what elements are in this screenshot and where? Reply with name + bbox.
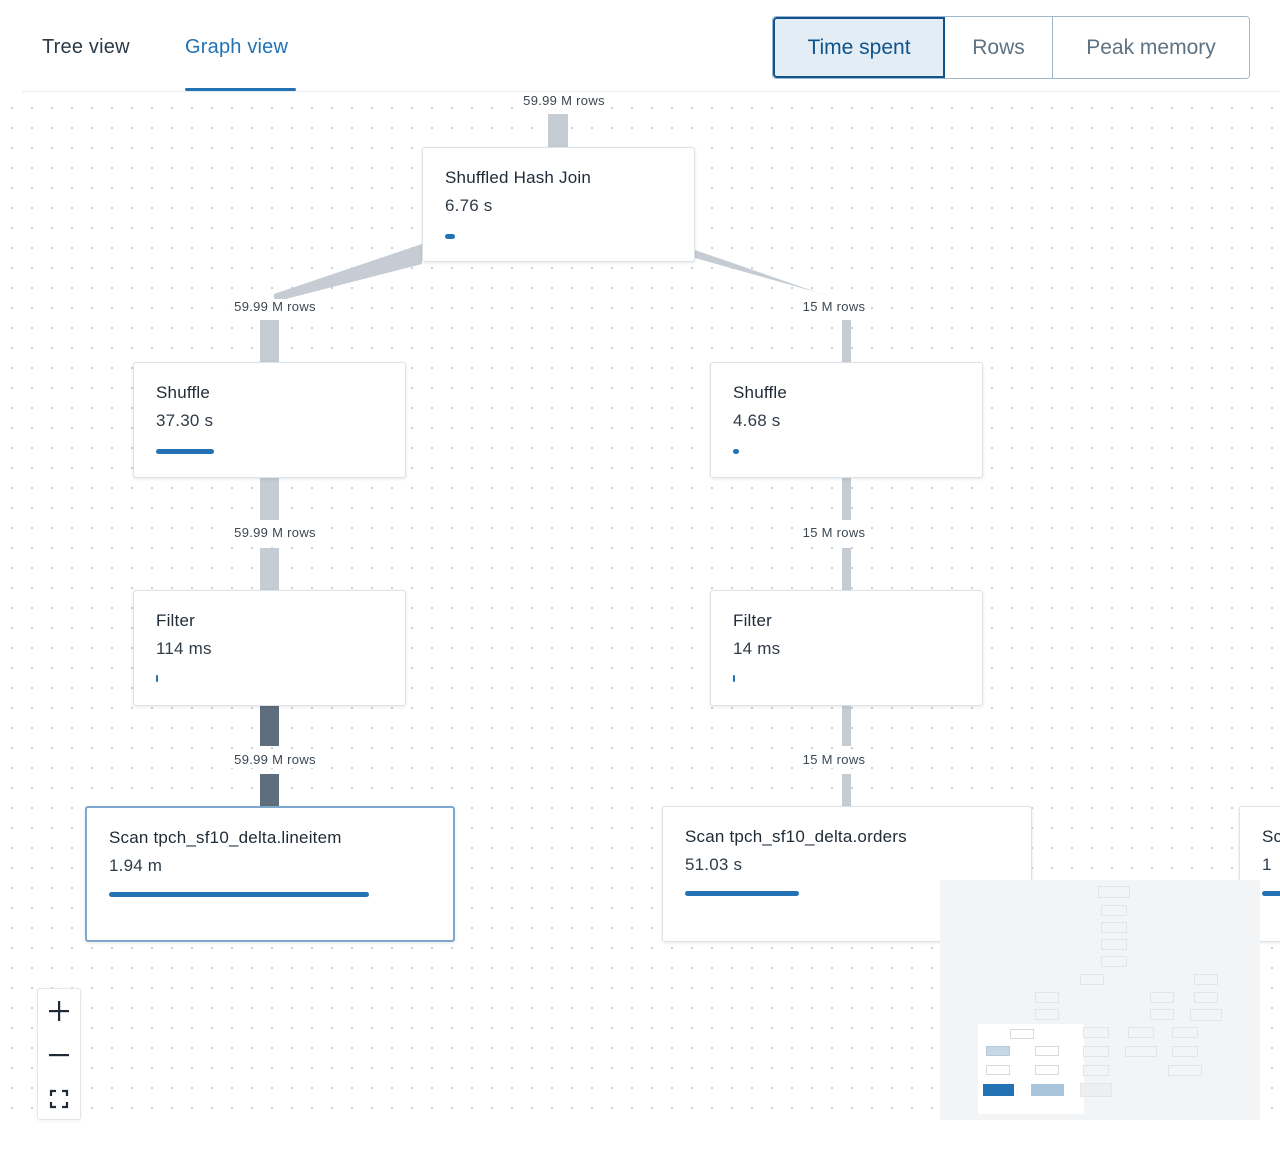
node-shuffle-right[interactable]: Shuffle 4.68 s: [710, 362, 983, 478]
minimap-node-filter-right: [1035, 1065, 1059, 1075]
edge-label-filter-scan-left: 59.99 M rows: [231, 752, 319, 768]
node-title: Sc: [1262, 827, 1280, 846]
edge-filter-scan-right-b: [842, 774, 851, 806]
edge-join-left-stem: [260, 320, 279, 362]
node-title: Shuffle: [733, 383, 788, 402]
minimap-node: [1190, 1009, 1222, 1021]
minimap-node: [1128, 1027, 1154, 1038]
node-time: 37.30 s: [156, 411, 214, 430]
minimap-node: [1101, 956, 1127, 967]
minimap-node: [1035, 992, 1059, 1003]
time-bar: [156, 449, 214, 454]
fit-to-screen-button[interactable]: [38, 1077, 80, 1120]
minimap-node: [1083, 1046, 1109, 1057]
node-shuffle-left[interactable]: Shuffle 37.30 s: [133, 362, 406, 478]
minimap-node-scan-right: [1031, 1084, 1064, 1096]
edge-label-join-right: 15 M rows: [799, 299, 869, 315]
node-time: 114 ms: [156, 639, 212, 658]
metric-toggle-group: Time spent Rows Peak memory: [772, 16, 1250, 79]
rows-button[interactable]: Rows: [945, 17, 1053, 78]
edge-shuffle-filter-right-b: [842, 548, 851, 590]
edge-label-shuffle-filter-left: 59.99 M rows: [231, 525, 319, 541]
node-time: 1: [1262, 855, 1272, 874]
minimap-node: [1083, 1027, 1109, 1038]
minimap-node: [1098, 886, 1130, 898]
minimap-node-join: [1010, 1029, 1034, 1039]
node-title: Shuffled Hash Join: [445, 168, 591, 187]
edge-join-right-stem: [842, 320, 851, 362]
edge-shuffle-filter-left-b: [260, 548, 279, 590]
zoom-controls: [37, 988, 81, 1120]
fit-screen-icon: [49, 1089, 69, 1108]
edge-filter-scan-left-a: [260, 706, 279, 746]
minimap-node: [1168, 1065, 1202, 1076]
node-title: Filter: [733, 611, 772, 630]
tab-tree-view[interactable]: Tree view: [42, 36, 130, 58]
minimap-node: [1083, 1065, 1109, 1076]
zoom-out-button[interactable]: [38, 1033, 80, 1076]
minimap-node-shuffle-left: [986, 1046, 1010, 1056]
edge-label-shuffle-filter-right: 15 M rows: [799, 525, 869, 541]
tab-graph-view[interactable]: Graph view: [185, 36, 289, 58]
node-time: 1.94 m: [109, 856, 163, 875]
time-bar: [156, 675, 158, 682]
node-title: Filter: [156, 611, 195, 630]
edge-label-filter-scan-right: 15 M rows: [799, 752, 869, 768]
minimap-node: [1035, 1009, 1059, 1020]
active-tab-indicator: [185, 88, 296, 91]
time-bar: [109, 892, 369, 897]
time-bar: [733, 675, 735, 682]
minimap-node: [1101, 922, 1127, 933]
node-time: 6.76 s: [445, 196, 493, 215]
minimap-node-shuffle-right: [1035, 1046, 1059, 1056]
edge-join-left: [274, 244, 422, 302]
minimap-node: [1125, 1046, 1157, 1057]
node-scan-lineitem[interactable]: Scan tpch_sf10_delta.lineitem 1.94 m: [85, 806, 455, 942]
minimap-node: [1150, 992, 1174, 1003]
plus-icon: [49, 1000, 69, 1021]
time-bar: [1262, 891, 1280, 896]
node-filter-left[interactable]: Filter 114 ms: [133, 590, 406, 706]
node-time: 4.68 s: [733, 411, 781, 430]
view-tabs: Tree view Graph view: [0, 0, 320, 92]
minimap-node: [1101, 939, 1127, 950]
edge-shuffle-filter-left-a: [260, 478, 279, 520]
edge-shuffle-filter-right-a: [842, 478, 851, 520]
minimap-node: [1080, 974, 1104, 985]
zoom-in-button[interactable]: [38, 989, 80, 1032]
node-title: Shuffle: [156, 383, 211, 402]
minimap-node: [1080, 1083, 1112, 1097]
node-title: Scan tpch_sf10_delta.lineitem: [109, 828, 342, 847]
edge-filter-scan-left-b: [260, 774, 279, 806]
peak-memory-button[interactable]: Peak memory: [1053, 17, 1249, 78]
minimap-node: [1101, 905, 1127, 916]
minimap-node: [1172, 1046, 1198, 1057]
edge-top: [548, 114, 568, 147]
minimap-node: [1194, 974, 1218, 985]
node-shuffled-hash-join[interactable]: Shuffled Hash Join 6.76 s: [422, 147, 695, 262]
node-time: 14 ms: [733, 639, 781, 658]
minus-icon: [49, 1053, 69, 1056]
header-divider: [22, 91, 1280, 92]
time-spent-button[interactable]: Time spent: [773, 17, 945, 78]
time-bar: [445, 234, 455, 239]
time-bar: [733, 449, 739, 454]
minimap-node-scan-left: [983, 1084, 1014, 1096]
node-time: 51.03 s: [685, 855, 743, 874]
node-title: Scan tpch_sf10_delta.orders: [685, 827, 907, 846]
edge-label-join-left: 59.99 M rows: [231, 299, 319, 315]
time-bar: [685, 891, 799, 896]
edge-filter-scan-right-a: [842, 706, 851, 746]
minimap-node-filter-left: [986, 1065, 1010, 1075]
minimap-node: [1194, 992, 1218, 1003]
minimap-node: [1172, 1027, 1198, 1038]
minimap-node: [1150, 1009, 1174, 1020]
edge-label-top: 59.99 M rows: [520, 93, 608, 109]
graph-edges: [260, 114, 851, 806]
edge-join-right: [695, 250, 830, 296]
graph-minimap[interactable]: [940, 880, 1260, 1120]
node-filter-right[interactable]: Filter 14 ms: [710, 590, 983, 706]
